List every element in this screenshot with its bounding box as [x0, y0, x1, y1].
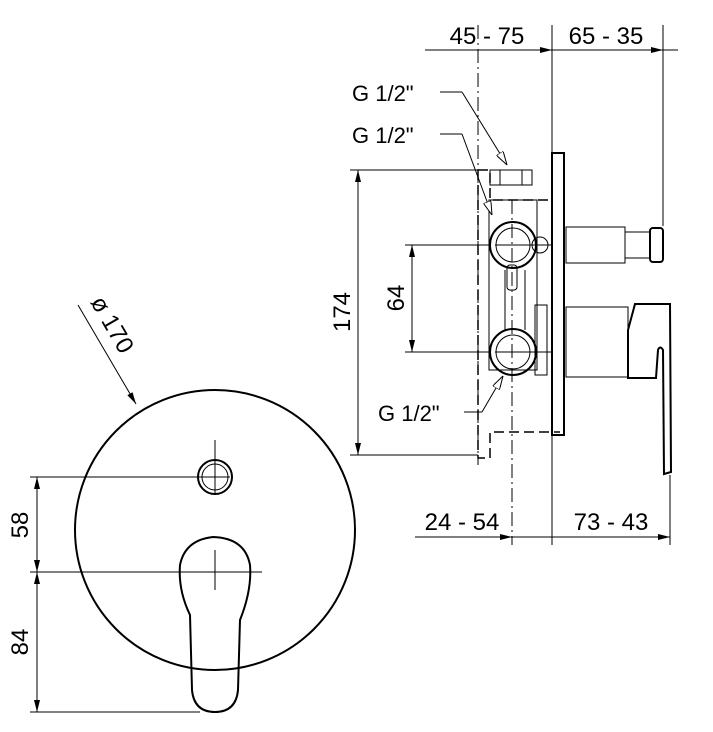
- pipe-spacing-label: 64: [383, 285, 410, 312]
- diameter-dimension: ø 170: [77, 292, 139, 405]
- cover-plate: [551, 152, 565, 436]
- front-view: ø 170 58 84: [7, 292, 356, 714]
- height-dimension: 174: [329, 169, 488, 456]
- top-dim-left: 45 - 75: [450, 23, 525, 50]
- thread-label-3: G 1/2": [378, 376, 503, 426]
- svg-text:G 1/2": G 1/2": [352, 81, 414, 106]
- diameter-label: ø 170: [85, 292, 139, 359]
- thread-label-1: G 1/2": [352, 81, 507, 165]
- pipe-spacing-dimension: 64: [383, 244, 490, 353]
- front-dim-upper: 58: [7, 512, 34, 539]
- bottom-dim-left: 24 - 54: [425, 509, 500, 536]
- valve-body: [488, 169, 552, 376]
- svg-text:G 1/2": G 1/2": [352, 123, 414, 148]
- height-dim-label: 174: [329, 292, 356, 332]
- bottom-dim-right: 73 - 43: [574, 509, 649, 536]
- side-view: 45 - 75 65 - 35 24 - 54 73 - 43 174 64: [329, 23, 678, 545]
- mixer-lever: [565, 303, 673, 476]
- bottom-dimension: 24 - 54 73 - 43: [415, 509, 670, 540]
- lever-front: [178, 535, 252, 714]
- thread-label-2: G 1/2": [352, 123, 492, 215]
- svg-text:G 1/2": G 1/2": [378, 401, 440, 426]
- top-dimension: 45 - 75 65 - 35: [425, 23, 678, 53]
- cover-plate-front: [74, 389, 356, 671]
- diverter-knob: [565, 226, 664, 264]
- front-dim-lower: 84: [7, 629, 34, 656]
- top-dim-right: 65 - 35: [569, 23, 644, 50]
